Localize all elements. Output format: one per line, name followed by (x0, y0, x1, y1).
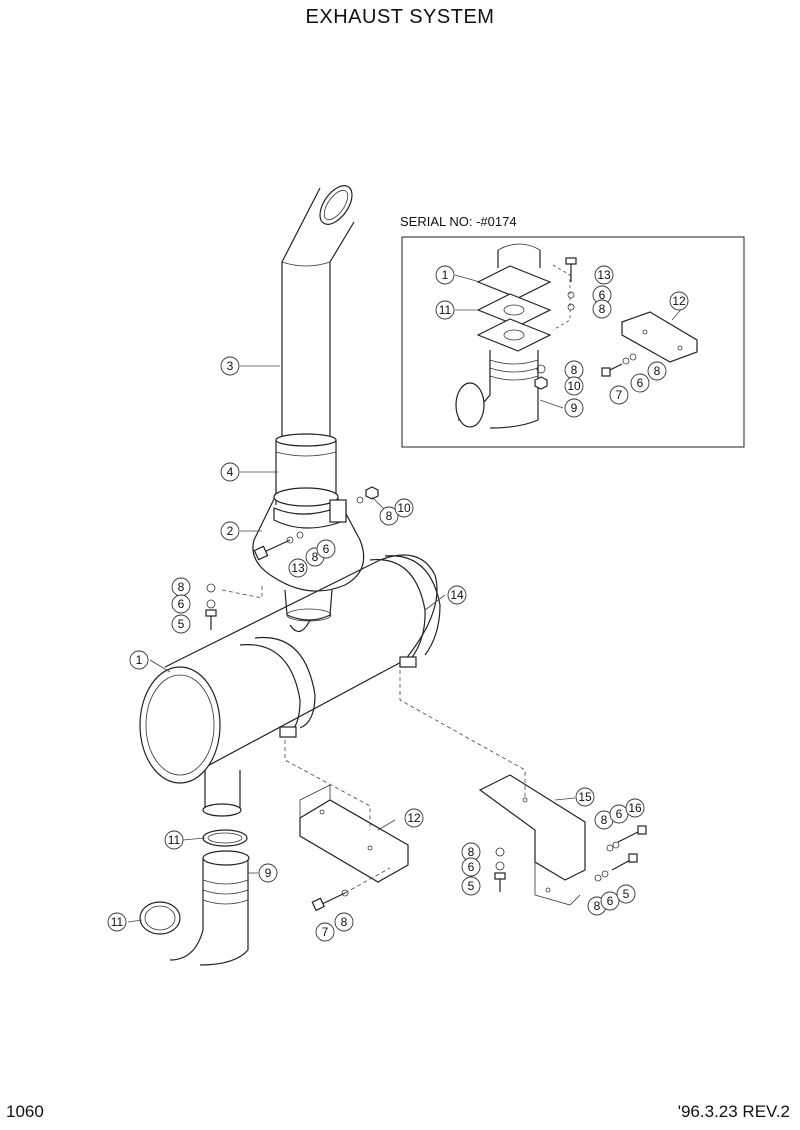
callout-9: 9 (258, 863, 278, 883)
svg-text:10: 10 (397, 501, 411, 515)
svg-text:6: 6 (468, 860, 475, 874)
svg-text:6: 6 (607, 894, 614, 908)
callout-2: 2 (220, 521, 240, 541)
svg-text:11: 11 (168, 833, 181, 847)
svg-text:11: 11 (439, 303, 452, 317)
callout-11: 11 (164, 830, 184, 850)
svg-text:8: 8 (654, 364, 661, 378)
svg-text:8: 8 (341, 915, 348, 929)
page-number: 1060 (6, 1102, 44, 1121)
svg-text:8: 8 (571, 363, 578, 377)
callout-8: 8 (592, 299, 612, 319)
pipe-adapter (275, 433, 337, 505)
callout-7: 7 (609, 385, 629, 405)
bracket-12 (299, 784, 409, 883)
svg-text:7: 7 (616, 388, 623, 402)
page-title: EXHAUST SYSTEM (305, 6, 495, 28)
svg-text:11: 11 (111, 915, 124, 929)
callout-16: 16 (625, 798, 645, 818)
svg-text:3: 3 (227, 359, 234, 373)
svg-text:8: 8 (601, 813, 608, 827)
callout-8: 8 (379, 506, 399, 526)
tail-pipe (281, 185, 355, 440)
callout-5: 5 (616, 884, 636, 904)
svg-text:4: 4 (227, 465, 234, 479)
svg-text:1: 1 (442, 268, 449, 282)
callouts: 3 4 2 13 8 6 8 10 8 6 5 14 1 11 9 11 12 … (107, 356, 645, 942)
svg-text:5: 5 (468, 879, 475, 893)
callout-6: 6 (630, 373, 650, 393)
callout-8: 8 (647, 361, 667, 381)
svg-text:8: 8 (386, 509, 393, 523)
svg-text:13: 13 (597, 268, 611, 282)
callout-7: 7 (315, 922, 335, 942)
svg-text:15: 15 (578, 790, 592, 804)
svg-text:8: 8 (594, 899, 601, 913)
svg-text:6: 6 (637, 376, 644, 390)
svg-text:13: 13 (291, 561, 305, 575)
callout-10: 10 (394, 498, 414, 518)
callout-5: 5 (461, 876, 481, 896)
svg-text:1: 1 (136, 653, 143, 667)
callout-1: 1 (129, 650, 149, 670)
callout-11: 11 (435, 300, 455, 320)
callout-3: 3 (220, 356, 240, 376)
callout-10: 10 (564, 376, 584, 396)
svg-text:12: 12 (672, 294, 686, 308)
callout-4: 4 (220, 462, 240, 482)
svg-text:6: 6 (178, 597, 185, 611)
serial-inset: SERIAL NO: -#0174 (400, 214, 745, 448)
callout-13: 13 (594, 265, 614, 285)
callout-8: 8 (171, 577, 191, 597)
serial-label: SERIAL NO: -#0174 (400, 214, 517, 229)
lower-elbow (139, 770, 250, 966)
svg-text:7: 7 (322, 925, 329, 939)
svg-text:16: 16 (628, 801, 642, 815)
leader-lines (127, 365, 576, 923)
fasteners (205, 486, 647, 912)
muffler (139, 554, 441, 784)
svg-text:12: 12 (407, 811, 421, 825)
svg-text:2: 2 (227, 524, 234, 538)
svg-text:14: 14 (450, 588, 464, 602)
inset-callouts: 1 11 13 6 8 12 8 10 9 7 6 8 (435, 265, 689, 418)
svg-text:8: 8 (468, 845, 475, 859)
svg-text:6: 6 (616, 807, 623, 821)
callout-8: 8 (334, 912, 354, 932)
callout-9: 9 (564, 398, 584, 418)
svg-text:9: 9 (571, 401, 578, 415)
svg-text:10: 10 (567, 379, 581, 393)
callout-6: 6 (171, 594, 191, 614)
callout-14: 14 (447, 585, 467, 605)
cone-clamp (252, 487, 365, 622)
svg-text:6: 6 (323, 542, 330, 556)
svg-text:6: 6 (599, 288, 606, 302)
callout-12: 12 (669, 291, 689, 311)
callout-11: 11 (107, 912, 127, 932)
callout-6: 6 (461, 857, 481, 877)
callout-6: 6 (600, 891, 620, 911)
callout-5: 5 (171, 614, 191, 634)
revision-label: '96.3.23 REV.2 (677, 1102, 790, 1121)
callout-6: 6 (609, 804, 629, 824)
callout-6: 6 (316, 539, 336, 559)
svg-text:5: 5 (623, 887, 630, 901)
svg-text:9: 9 (265, 866, 272, 880)
svg-text:8: 8 (312, 550, 319, 564)
callout-1: 1 (435, 265, 455, 285)
callout-12: 12 (404, 808, 424, 828)
callout-15: 15 (575, 787, 595, 807)
callout-13: 13 (288, 558, 308, 578)
svg-text:8: 8 (178, 580, 185, 594)
callout-8: 8 (564, 360, 584, 380)
bracket-15 (478, 774, 586, 906)
svg-text:5: 5 (178, 617, 185, 631)
svg-text:8: 8 (599, 302, 606, 316)
